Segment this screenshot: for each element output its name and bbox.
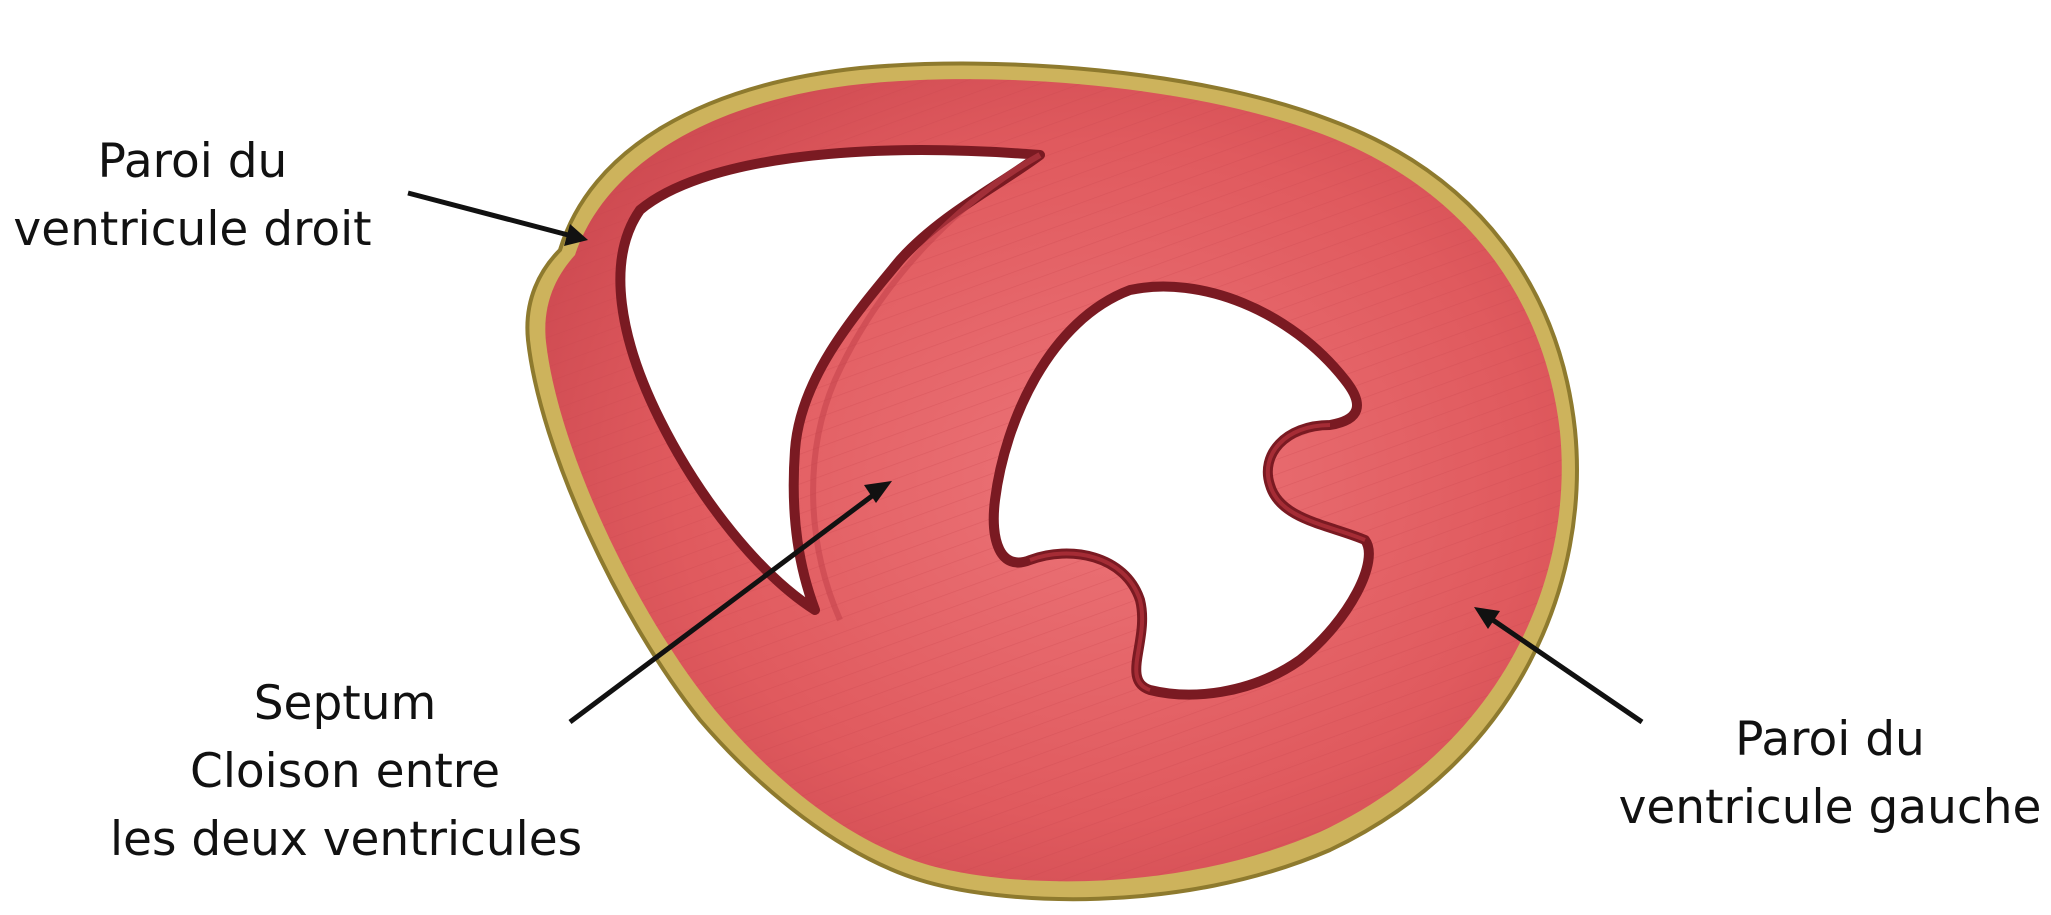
label-line: ventricule droit — [0, 196, 385, 264]
label-line: Septum — [110, 670, 580, 738]
label-line: Paroi du — [0, 128, 385, 196]
arrow-right-ventricle-wall — [408, 193, 588, 246]
label-line: Paroi du — [1610, 706, 2050, 774]
label-line: les deux ventricules — [110, 806, 580, 874]
label-line: ventricule gauche — [1610, 774, 2050, 842]
label-right-ventricle-wall: Paroi du ventricule droit — [0, 128, 385, 264]
label-septum: Septum Cloison entre les deux ventricule… — [110, 670, 580, 874]
label-line: Cloison entre — [110, 738, 580, 806]
label-left-ventricle-wall: Paroi du ventricule gauche — [1610, 706, 2050, 842]
